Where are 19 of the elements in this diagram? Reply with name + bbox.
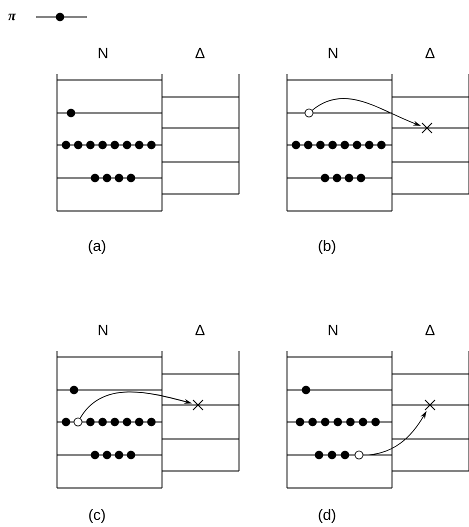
panel-label: Δ bbox=[425, 324, 435, 336]
hole-marker bbox=[74, 418, 82, 426]
panel-label: Δ bbox=[425, 48, 435, 58]
legend-label: π bbox=[8, 14, 16, 20]
panel-label: (d) bbox=[318, 509, 336, 523]
panel-label: N bbox=[328, 48, 338, 58]
panel-label: N bbox=[98, 324, 108, 336]
cross-marker bbox=[422, 122, 432, 134]
hole-marker bbox=[304, 108, 314, 118]
cross-marker bbox=[192, 400, 204, 410]
panel-label: (a) bbox=[88, 240, 106, 254]
panel-label: (b) bbox=[318, 240, 336, 254]
panel-label: N bbox=[328, 324, 338, 336]
panel-label: (c) bbox=[89, 509, 105, 523]
hole-marker bbox=[354, 450, 364, 460]
cross-marker bbox=[424, 400, 436, 410]
panel-label: N bbox=[98, 48, 108, 58]
panel-label: Δ bbox=[195, 48, 205, 58]
panel-label: Δ bbox=[195, 324, 205, 336]
